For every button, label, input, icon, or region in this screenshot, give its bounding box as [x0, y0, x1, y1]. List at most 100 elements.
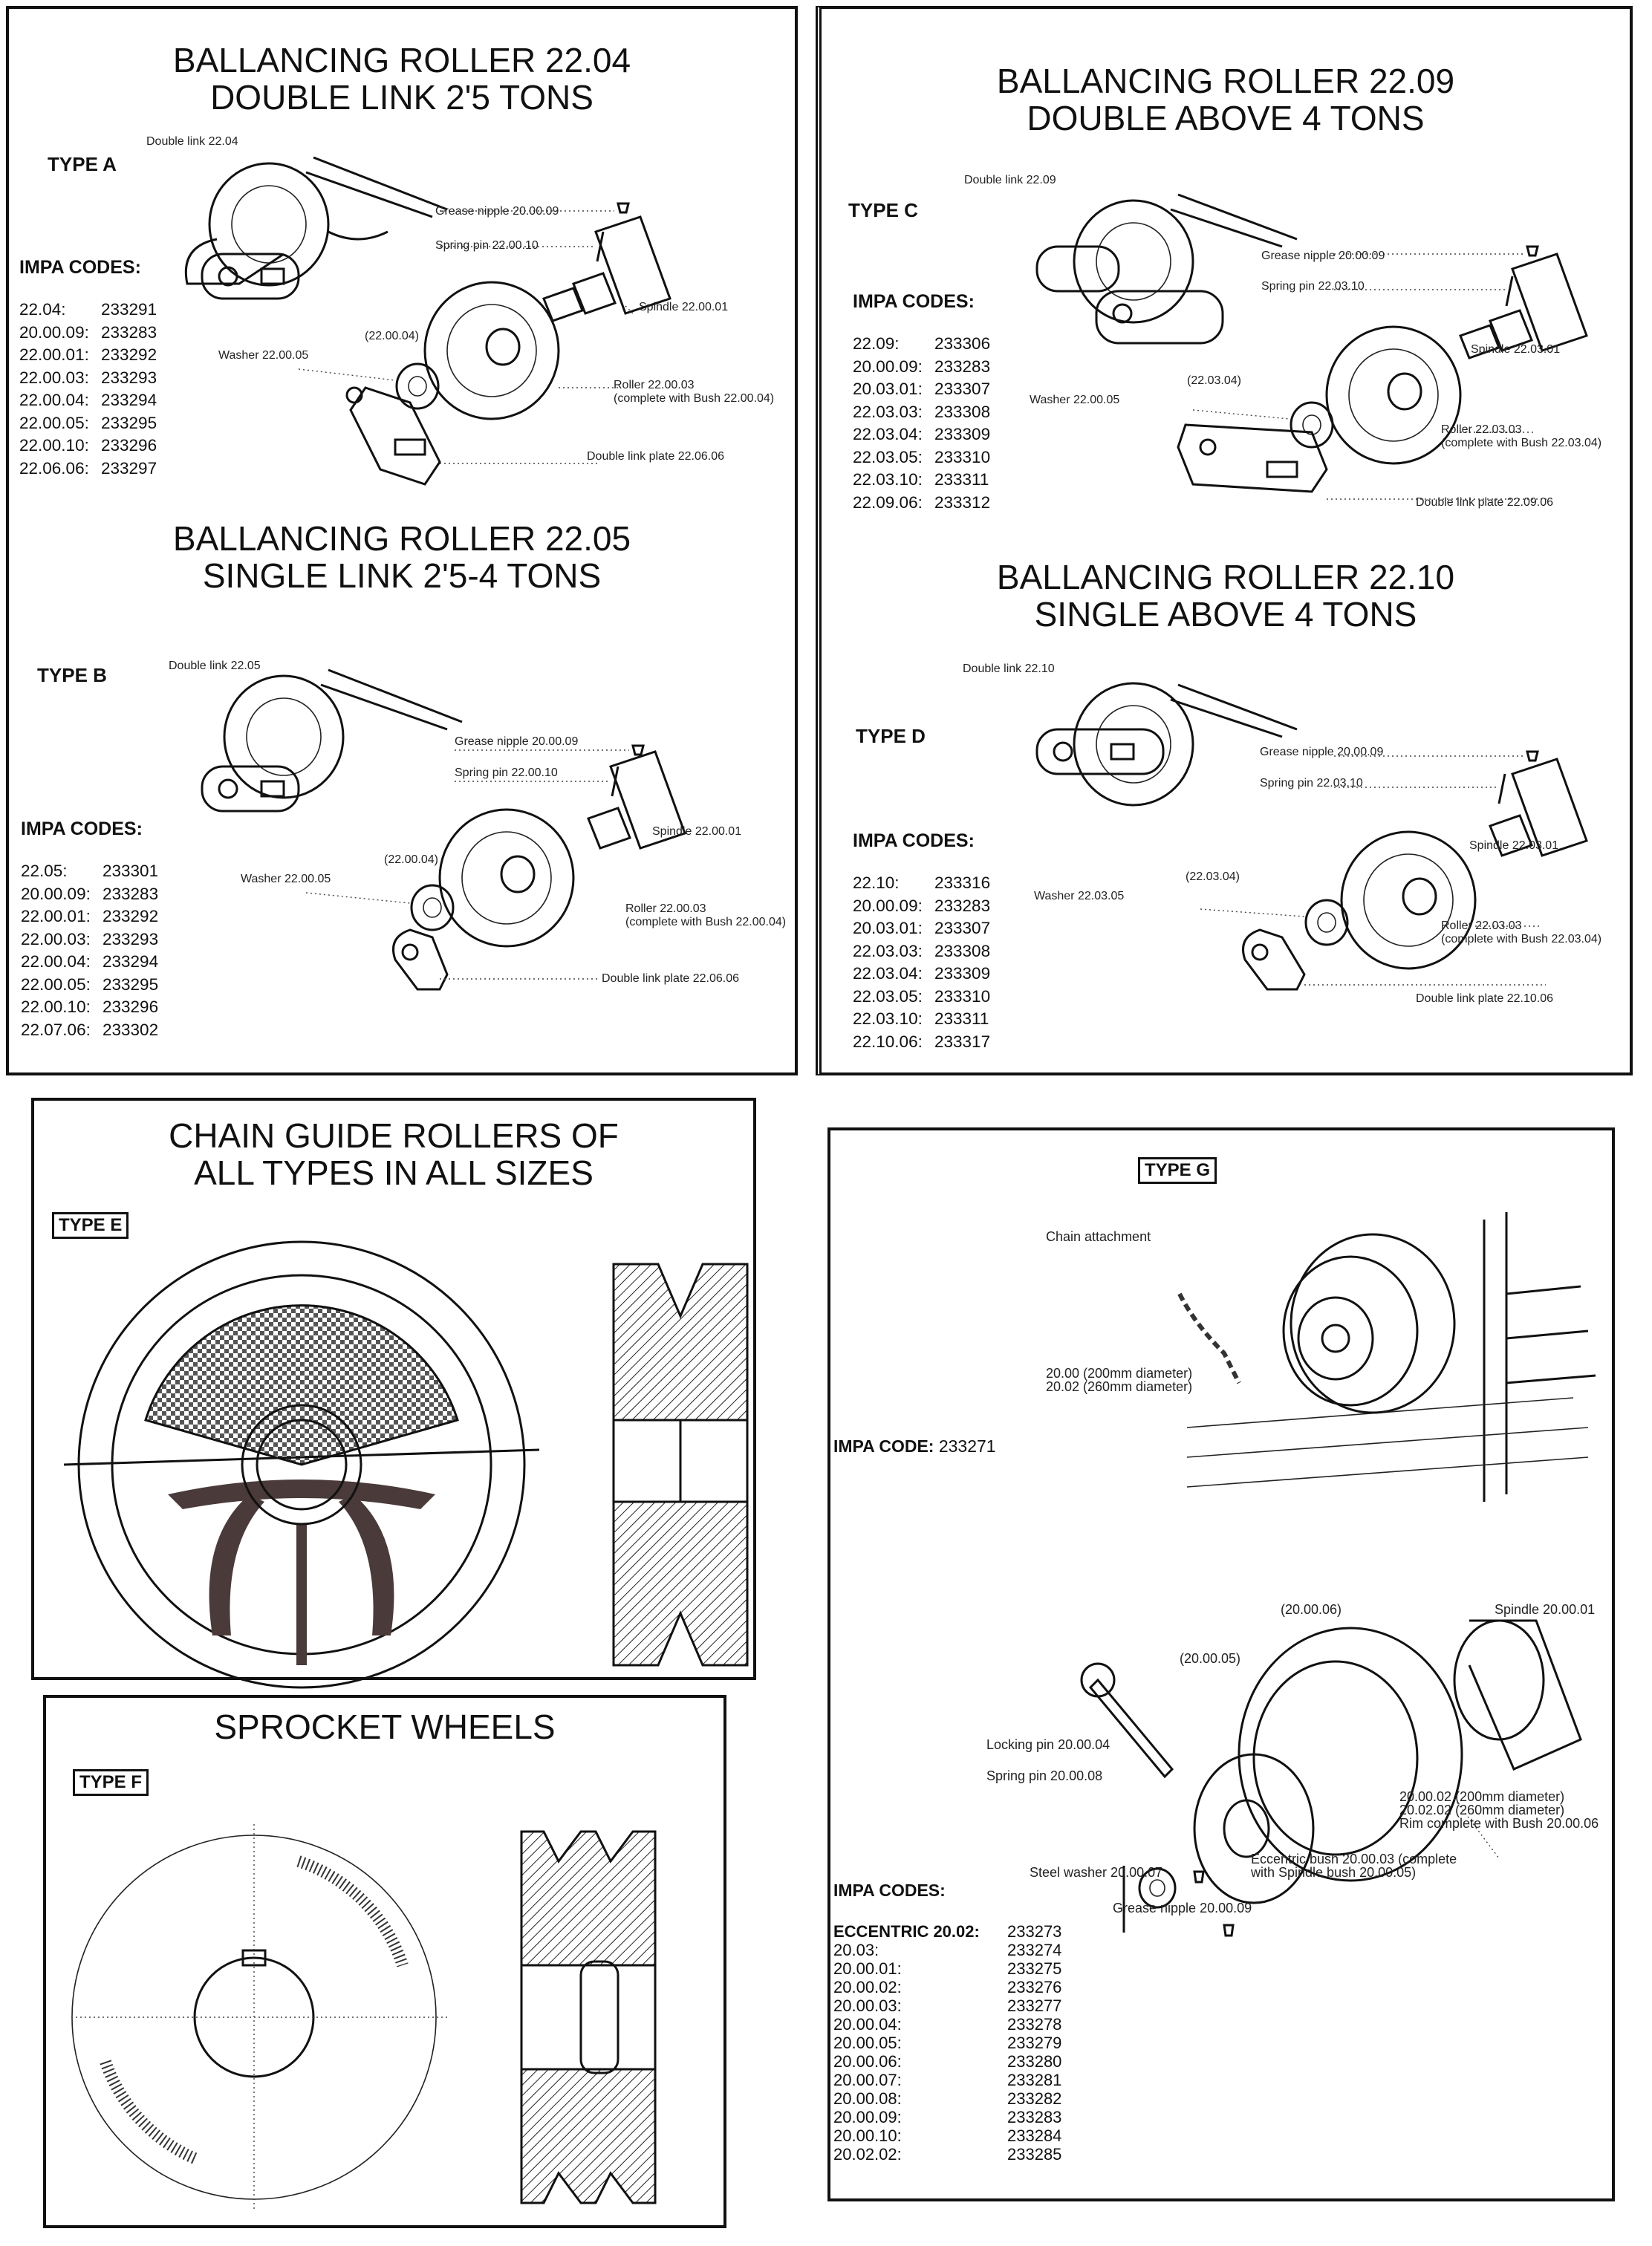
impa-code-key: 22.03.04:: [853, 964, 923, 983]
impa-code-value: 233271: [938, 1436, 996, 1456]
impa-code-row: 20.03:233274: [833, 1941, 1061, 1959]
label-washer-a: Washer 22.00.05: [218, 349, 309, 362]
impa-code-key: 22.00.04:: [21, 952, 91, 971]
label-locking-pin: Locking pin 20.00.04: [986, 1737, 1110, 1752]
impa-code-key: 20.00.08:: [833, 2089, 902, 2108]
label-grease-nipple-c: Grease nipple 20.00.09: [1261, 250, 1385, 262]
impa-code-value: 233297: [101, 458, 157, 478]
impa-code-row: 22.00.10:233296: [21, 996, 158, 1019]
impa-code-key: 22.04:: [19, 300, 66, 319]
impa-code-key: 20.00.09:: [19, 322, 89, 342]
impa-code-key: 22.07.06:: [21, 1020, 91, 1039]
title-roller-22-04: BALLANCING ROLLER 22.04 DOUBLE LINK 2'5 …: [172, 41, 631, 117]
impa-code-key: 20.00.04:: [833, 2015, 902, 2034]
impa-code-key: 20.00.09:: [853, 896, 923, 915]
impa-code-value: 233309: [934, 425, 991, 443]
panel-chain-guide-rollers: CHAIN GUIDE ROLLERS OF ALL TYPES IN ALL …: [31, 1098, 756, 1689]
impa-heading-g: IMPA CODES:: [833, 1881, 946, 1900]
impa-code-row: 22.07.06:233302: [21, 1019, 158, 1042]
impa-code-key: 20.00.01:: [833, 1959, 902, 1978]
impa-code-value: 233311: [934, 1009, 989, 1028]
label-grease-nipple-d: Grease nipple 20.00.09: [1260, 746, 1384, 758]
impa-code-value: 233317: [934, 1032, 991, 1051]
impa-code-row: 22.00.05: 233295: [21, 974, 158, 997]
impa-code-row: 22.04: 233291: [19, 299, 157, 322]
impa-code-key: 22.03.04:: [853, 425, 923, 443]
impa-code-value: 233310: [934, 986, 991, 1006]
label-washer-c: Washer 22.00.05: [1030, 394, 1120, 406]
impa-code-key: 22.00.01:: [19, 345, 89, 364]
impa-code-row: 22.10:233316: [853, 872, 990, 895]
impa-code-value: 233277: [1007, 1996, 1062, 2015]
impa-code-row: 22.00.04:233294: [19, 389, 157, 412]
label-bush-c: (22.03.04): [1187, 374, 1241, 387]
impa-code-value: 233283: [934, 357, 991, 376]
label-steel-washer: Steel washer 20.00.07: [1030, 1865, 1163, 1880]
label-roller-d: Roller 22.03.03 (complete with Bush 22.0…: [1441, 919, 1602, 945]
impa-code-key: 22.10:: [853, 873, 900, 892]
impa-code-value: 233273: [1007, 1922, 1062, 1941]
impa-code-key: 20.00.05:: [833, 2034, 902, 2052]
impa-heading-a: IMPA CODES:: [19, 257, 141, 278]
impa-code-key: 20.00.03:: [833, 1996, 902, 2015]
label-spring-pin-b: Spring pin 22.00.10: [455, 766, 558, 779]
label-roller-c: Roller 22.03.03 (complete with Bush 22.0…: [1441, 423, 1602, 449]
impa-code-row: 20.00.06:233280: [833, 2052, 1061, 2071]
impa-code-key: 20.03.01:: [853, 919, 923, 937]
impa-code-row: 22.03.05:233310: [853, 986, 990, 1009]
chain-guide-roller-drawing: [63, 1240, 749, 1689]
impa-code-value: 233280: [1007, 2052, 1062, 2071]
impa-code-key: 22.03.10:: [853, 1009, 923, 1028]
impa-code-row: 22.00.03:233293: [21, 928, 158, 951]
impa-code-row: 22.03.03:233308: [853, 401, 990, 424]
label-diameters: 20.00 (200mm diameter) 20.02 (260mm diam…: [1046, 1366, 1193, 1394]
impa-code-row: 22.03.04:233309: [853, 963, 990, 986]
impa-code-key: 22.03.05:: [853, 447, 923, 466]
impa-code-row: 20.00.09:233283: [853, 356, 990, 379]
impa-code-value: 233291: [101, 300, 157, 319]
impa-code-row: 22.03.04: 233309: [853, 423, 990, 446]
roller-exploded-drawing-b: [201, 668, 686, 991]
label-roller-b: Roller 22.00.03 (complete with Bush 22.0…: [625, 902, 787, 928]
label-spindle-d: Spindle 22.03.01: [1469, 839, 1559, 852]
impa-code-value: 233312: [934, 492, 991, 512]
impa-code-key: 22.06.06:: [19, 458, 89, 478]
label-eccentric-bush: Eccentric bush 20.00.03 (complete with S…: [1251, 1852, 1457, 1880]
impa-code-row: 22.00.03:233293: [19, 367, 157, 390]
impa-code-value: 233308: [934, 941, 991, 960]
impa-code-value: 233283: [103, 884, 159, 903]
type-e-label: TYPE E: [52, 1212, 129, 1239]
impa-code-row: 20.00.05:233279: [833, 2034, 1061, 2052]
impa-code-key: 22.00.10:: [19, 436, 89, 455]
label-spring-pin-g: Spring pin 20.00.08: [986, 1768, 1103, 1783]
impa-code-key: 22.09.06:: [853, 492, 923, 512]
label-20-00-05: (20.00.05): [1180, 1651, 1241, 1666]
impa-code-key: 22.00.04:: [19, 391, 89, 409]
label-plate-a: Double link plate 22.06.06: [587, 450, 725, 463]
type-f-label: TYPE F: [73, 1769, 149, 1796]
impa-code-label: IMPA CODE:: [833, 1436, 934, 1456]
label-chain-attachment: Chain attachment: [1046, 1229, 1151, 1244]
impa-code-key: 22.00.03:: [19, 368, 89, 387]
title-roller-22-09: BALLANCING ROLLER 22.09 DOUBLE ABOVE 4 T…: [996, 62, 1455, 137]
impa-code-key: 22.00.01:: [21, 907, 91, 925]
impa-code-row: 22.00.01:233292: [19, 344, 157, 367]
label-spindle-g: Spindle 20.00.01: [1495, 1602, 1596, 1617]
impa-code-key: 22.03.03:: [853, 941, 923, 960]
impa-code-value: 233295: [103, 974, 159, 994]
impa-code-key: 22.10.06:: [853, 1032, 923, 1051]
impa-code-key: 22.00.05:: [21, 974, 91, 994]
label-bush-b: (22.00.04): [384, 853, 438, 866]
panel-roller-22-04-22-05: BALLANCING ROLLER 22.04 DOUBLE LINK 2'5 …: [6, 6, 798, 1075]
impa-code-key: 22.05:: [21, 862, 68, 880]
impa-code-value: 233310: [934, 447, 991, 466]
panel-roller-22-09-22-10: BALLANCING ROLLER 22.09 DOUBLE ABOVE 4 T…: [816, 6, 1633, 1075]
panel-type-g: TYPE G Chain attachment 20.00 (200mm dia…: [827, 1127, 1615, 2201]
label-spring-pin-d: Spring pin 22.03.10: [1260, 777, 1363, 790]
panel-sprocket-wheels: SPROCKET WHEELS TYPE F: [43, 1695, 726, 2228]
impa-code-row-eccentric: ECCENTRIC 20.02: 233273: [833, 1922, 1061, 1941]
impa-code-row: 22.03.10: 233311: [853, 1008, 990, 1031]
